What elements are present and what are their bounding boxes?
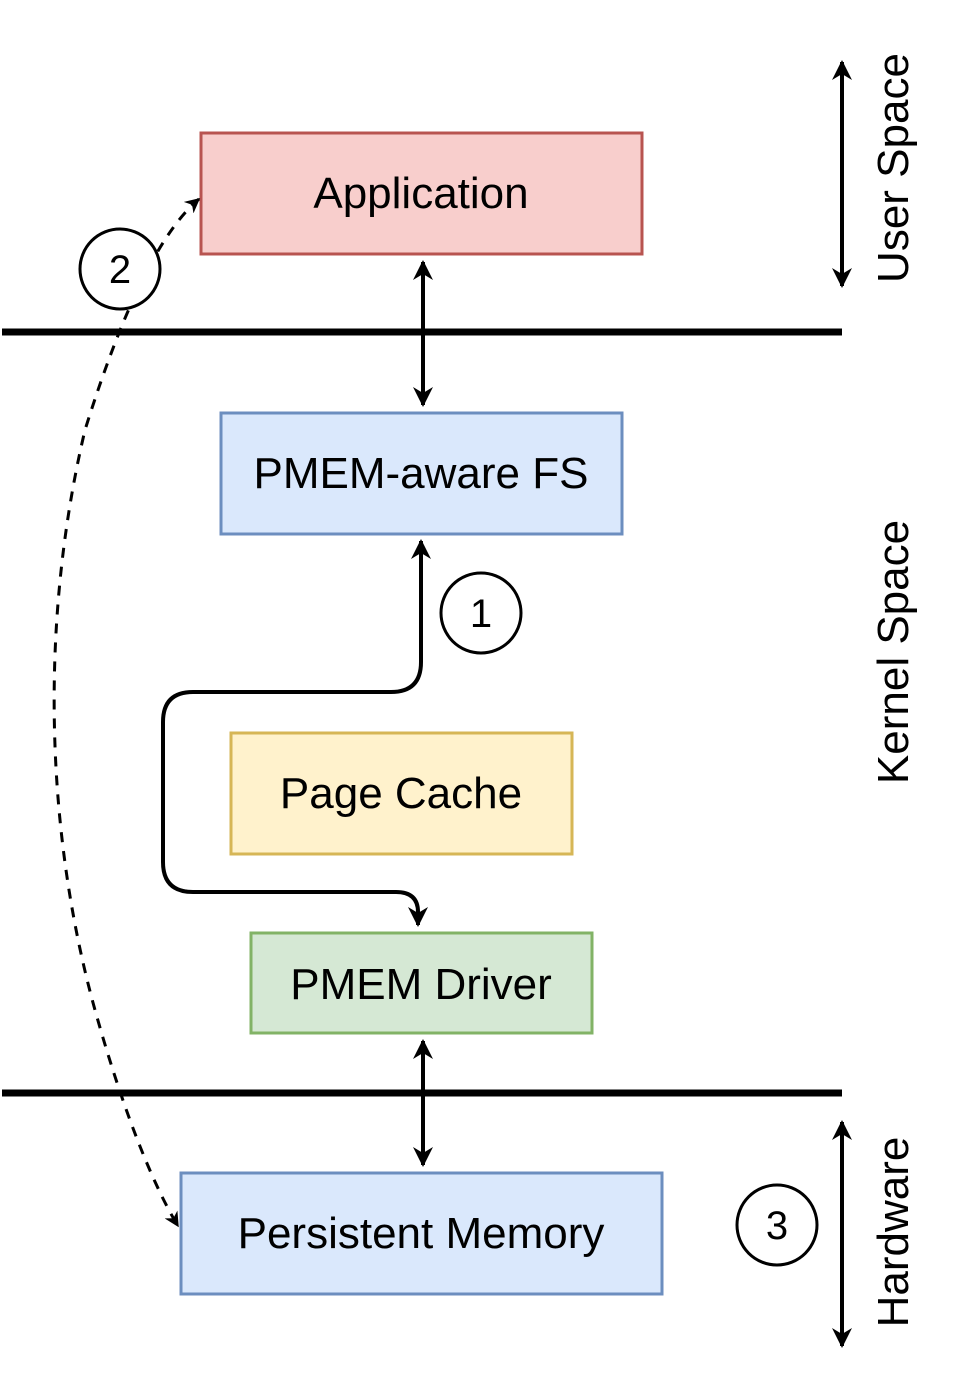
application-box-rect — [199, 131, 644, 256]
page-cache-box-rect — [229, 731, 574, 856]
marker-two: 2 — [78, 227, 162, 311]
pmem-fs-box: PMEM-aware FS — [219, 411, 624, 536]
marker-one: 1 — [439, 571, 523, 655]
marker-three-circle — [735, 1183, 819, 1267]
pmem-driver-label: PMEM Driver — [290, 960, 552, 1009]
pmem-driver-box: PMEM Driver — [249, 931, 594, 1035]
hardware-label: Hardware — [869, 1137, 918, 1328]
path-one-arrow — [161, 539, 431, 927]
page-cache-box: Page Cache — [229, 731, 574, 856]
path-two-dashed-arrow — [52, 197, 201, 1228]
marker-two-label: 2 — [109, 248, 131, 292]
marker-one-circle — [439, 571, 523, 655]
pmem-fs-box-rect — [219, 411, 624, 536]
marker-one-label: 1 — [470, 592, 492, 636]
pmem-driver-box-rect — [249, 931, 594, 1035]
page-cache-label: Page Cache — [280, 769, 522, 818]
persistent-memory-label: Persistent Memory — [238, 1209, 605, 1258]
marker-three: 3 — [735, 1183, 819, 1267]
user-space-label: User Space — [869, 53, 918, 283]
persistent-memory-box: Persistent Memory — [179, 1171, 664, 1296]
application-label: Application — [313, 169, 528, 218]
application-box: Application — [199, 131, 644, 256]
kernel-space-label: Kernel Space — [869, 520, 918, 784]
marker-two-circle — [78, 227, 162, 311]
pmem-fs-label: PMEM-aware FS — [254, 449, 589, 498]
marker-three-label: 3 — [766, 1204, 788, 1248]
persistent-memory-box-rect — [179, 1171, 664, 1296]
